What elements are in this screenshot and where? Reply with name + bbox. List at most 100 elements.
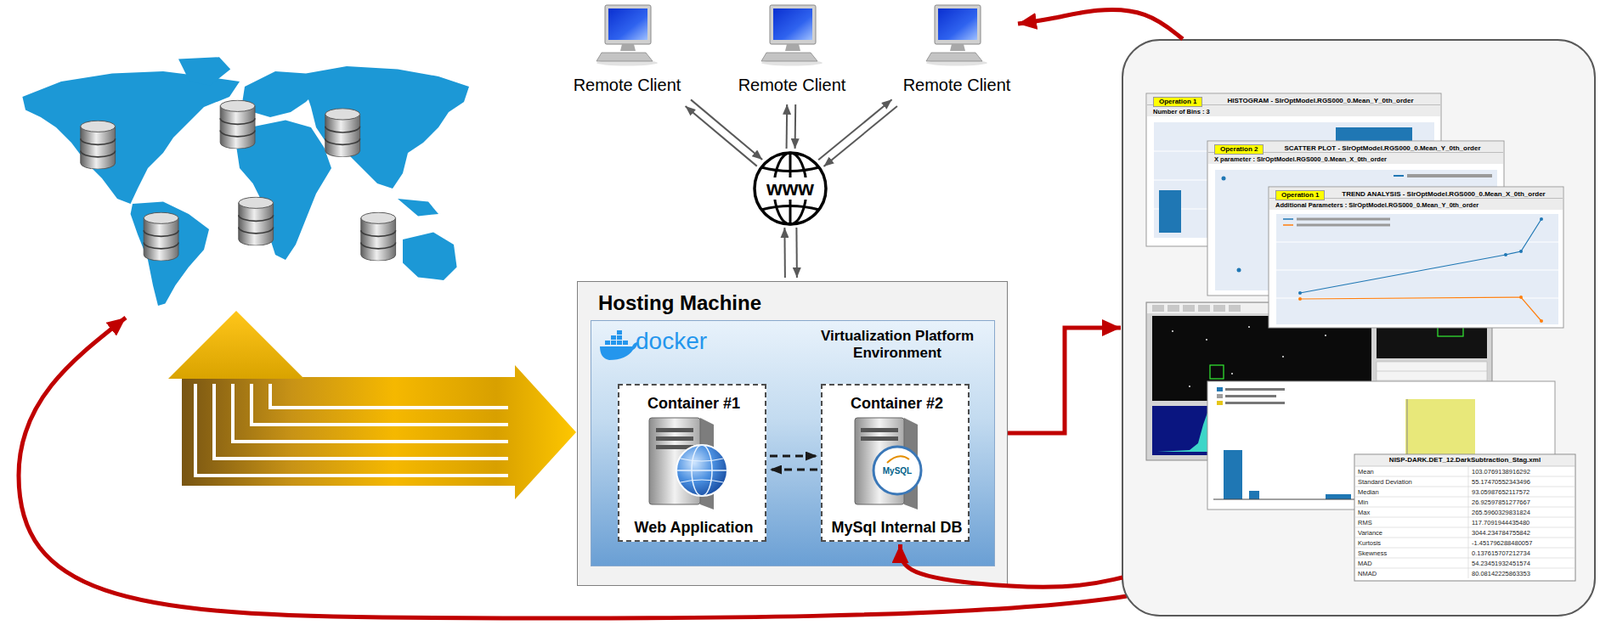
- world-map: [397, 198, 439, 216]
- chart-screenshot: [1539, 319, 1544, 323]
- chart-screenshot: [1208, 141, 1504, 164]
- viewer-screenshot: [1228, 305, 1241, 312]
- histogram-screenshot: [1216, 387, 1223, 392]
- monitor-icon: [596, 5, 658, 67]
- table-cell: 3044.234784755842: [1471, 529, 1531, 538]
- db-server-icon: [873, 446, 922, 495]
- viewer-screenshot: [1376, 380, 1487, 382]
- chart-title: SCATTER PLOT - SIrOptModel.RGS000_0.Mean…: [1283, 144, 1481, 153]
- chart-screenshot: [1269, 187, 1563, 210]
- container-title: Container #1: [647, 394, 741, 413]
- world-map: [402, 232, 458, 281]
- chart-screenshot: [1300, 297, 1542, 322]
- web-link: [784, 227, 798, 278]
- web-link: [690, 99, 763, 160]
- viewer-screenshot: [1152, 305, 1165, 312]
- web-link: [794, 104, 798, 149]
- chart-screenshot: [1276, 242, 1559, 244]
- operation-tag: Operation 2: [1214, 144, 1264, 155]
- statistics-table: [1468, 466, 1470, 579]
- chart-screenshot: [1268, 186, 1564, 328]
- chart-title: HISTOGRAM - SIrOptModel.RGS000_0.Mean_Y_…: [1226, 96, 1414, 106]
- statistics-table: [1354, 527, 1576, 529]
- chart-screenshot: [1276, 270, 1559, 272]
- table-cell: 117.7091944435480: [1471, 519, 1530, 527]
- web-link: [685, 106, 758, 167]
- table-cell: 0.137615707212734: [1471, 549, 1531, 558]
- feedback-arrow: [900, 544, 1124, 588]
- table-cell: Mean: [1357, 468, 1374, 476]
- viewer-screenshot: [1171, 330, 1174, 333]
- www-label: www: [763, 177, 818, 200]
- viewer-screenshot: [1209, 365, 1224, 379]
- world-map: [143, 212, 179, 261]
- statistics-table: [1354, 476, 1576, 478]
- chart-screenshot: [1296, 218, 1391, 221]
- world-map: [22, 56, 470, 306]
- world-map: [220, 100, 255, 149]
- table-cell: 26.92597851277667: [1471, 498, 1531, 507]
- table-cell: 80.08142225863353: [1471, 570, 1531, 578]
- statistics-table: [1354, 497, 1576, 498]
- mysql-logo-text: MySQL: [882, 466, 912, 477]
- web-server-icon: [676, 469, 728, 472]
- docker-whale: [622, 340, 628, 345]
- world-map: [178, 56, 231, 86]
- viewer-screenshot: [1248, 326, 1250, 328]
- chart-parameter: X parameter : SIrOptModel.RGS000_0.Mean_…: [1214, 155, 1387, 164]
- chart-screenshot: [1300, 219, 1542, 294]
- chart-screenshot: [1407, 174, 1493, 178]
- db-server-icon: [887, 456, 910, 464]
- monitor-icon: [926, 5, 988, 67]
- world-map: [305, 66, 470, 189]
- table-cell: Variance: [1357, 529, 1383, 538]
- chart-screenshot: [1283, 218, 1294, 221]
- statistics-table: [1354, 537, 1576, 539]
- data-flow-arrow: [251, 384, 509, 425]
- internet-globe: [774, 152, 807, 225]
- viewer-screenshot: [1182, 305, 1195, 312]
- chart-screenshot: [1147, 94, 1441, 117]
- operation-tag: Operation 1: [1275, 190, 1325, 201]
- table-cell: 54.23451932451574: [1471, 559, 1531, 568]
- histogram-screenshot: [1249, 491, 1260, 500]
- statistics-table: [1354, 568, 1576, 570]
- internet-globe: [754, 152, 826, 225]
- chart-screenshot: [1296, 224, 1391, 227]
- viewer-screenshot: [1167, 305, 1180, 312]
- data-flow-arrow: [168, 310, 577, 500]
- chart-screenshot: [1393, 175, 1404, 177]
- chart-screenshot: [1539, 217, 1544, 221]
- world-map: [238, 197, 274, 246]
- chart-screenshot: [1283, 224, 1294, 227]
- world-map: [80, 120, 116, 170]
- web-server-icon: [655, 428, 694, 433]
- table-cell: Kurtosis: [1357, 539, 1381, 548]
- platform-title: Virtualization Platform Environment: [803, 327, 991, 362]
- internet-globe: [789, 152, 792, 225]
- web-link: [783, 227, 786, 278]
- web-link: [685, 99, 764, 166]
- panel-ground: [1121, 39, 1596, 617]
- data-flow-arrow: [168, 310, 305, 379]
- chart-parameter: Additional Parameters : SIrOptModel.RGS0…: [1275, 201, 1479, 210]
- docker-whale: [604, 340, 611, 345]
- client-label: Remote Client: [573, 74, 682, 96]
- db-server-icon: [860, 436, 899, 441]
- web-link: [818, 99, 892, 160]
- table-cell: MAD: [1357, 559, 1373, 568]
- viewer-screenshot: [1282, 356, 1284, 358]
- table-cell: Min: [1357, 498, 1369, 507]
- chart-screenshot: [1159, 190, 1182, 233]
- docker-whale: [616, 330, 622, 335]
- table-cell: -1.451796288480057: [1471, 539, 1533, 548]
- chart-screenshot: [1298, 291, 1302, 295]
- web-link: [823, 106, 897, 167]
- table-cell: Max: [1357, 508, 1370, 517]
- container-label: Web Application: [633, 518, 753, 538]
- docker-whale: [599, 330, 639, 361]
- viewer-screenshot: [1324, 334, 1327, 337]
- docker-whale: [616, 340, 622, 345]
- docker-whale: [599, 342, 639, 361]
- container-title: Container #2: [850, 394, 944, 413]
